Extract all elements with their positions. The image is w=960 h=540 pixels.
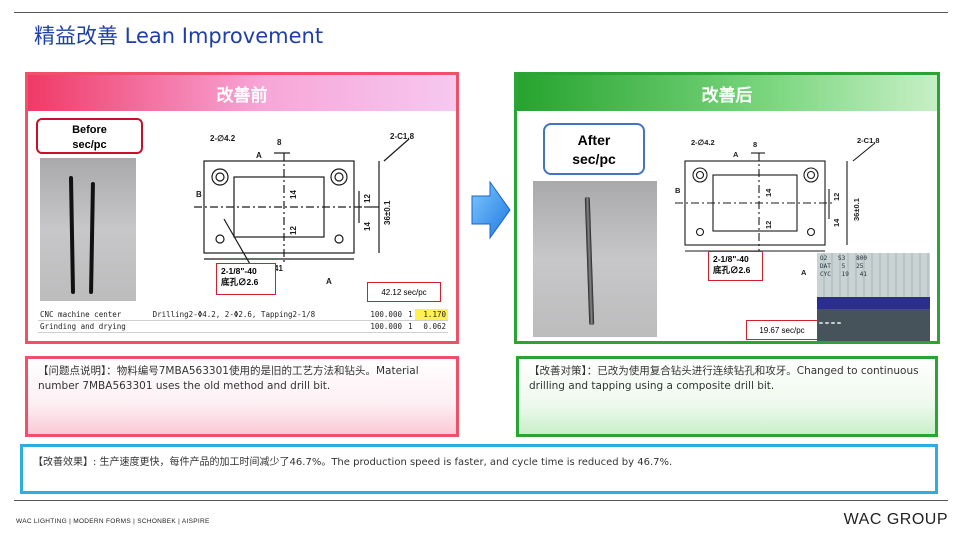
after-thread-callout: 2-1/8"-40 底孔∅2.6 xyxy=(708,251,763,281)
before-dim-hole-label: 2-∅4.2 xyxy=(210,134,236,143)
bottom-divider xyxy=(14,500,948,501)
footer-brands: WAC LIGHTING | MODERN FORMS | SCHONBEK |… xyxy=(16,518,210,525)
after-section-a-bottom: A xyxy=(801,268,807,277)
before-thread-callout: 2-1/8"-40 底孔∅2.6 xyxy=(216,263,276,295)
before-dim-14b: 14 xyxy=(363,222,372,231)
after-part-drawing: 2-∅4.2 8 A B 41 A 2-C1.8 14 12 12 14 36±… xyxy=(675,136,880,277)
table-cell: 0.062 xyxy=(414,320,448,333)
table-cell: 1 xyxy=(403,320,415,333)
improvement-effect: 【改善效果】: 生产速度更快，每件产品的加工时间减少了46.7%。The pro… xyxy=(20,444,938,494)
after-callout-thread: 2-1/8"-40 xyxy=(713,254,749,264)
before-dim-width: 41 xyxy=(274,264,283,273)
before-tag: Before sec/pc xyxy=(36,118,143,154)
before-tag-title: Before xyxy=(72,124,107,136)
after-callout-hole: 底孔∅2.6 xyxy=(713,265,751,276)
table-cell: Grinding and drying xyxy=(38,320,151,333)
before-panel: 改善前 Before sec/pc 2-∅4.2 8 A xyxy=(25,72,459,344)
before-part-drawing: 2-∅4.2 8 A B 41 A 2-C1.8 14 12 12 14 36±… xyxy=(194,132,415,286)
after-dim-height: 36±0.1 xyxy=(852,198,861,221)
before-section-a-top: A xyxy=(256,151,262,160)
after-tag-unit: sec/pc xyxy=(572,150,616,167)
after-drill-photo xyxy=(533,181,657,337)
after-dim-12: 12 xyxy=(764,221,773,229)
after-dim-chamfer: 2-C1.8 xyxy=(857,136,880,145)
after-panel: 改善后 After sec/pc 2-∅4.2 8 A B 41 A xyxy=(514,72,940,344)
after-dim-12b: 12 xyxy=(832,193,841,201)
after-cycle-time: 19.67 sec/pc xyxy=(746,320,818,340)
before-dim-12: 12 xyxy=(289,226,298,235)
footer-logo: WAC GROUP xyxy=(843,511,948,528)
before-dim-14: 14 xyxy=(289,190,298,199)
after-section-a-top: A xyxy=(733,150,739,159)
before-callout-thread: 2-1/8"-40 xyxy=(221,266,257,276)
page-title: 精益改善 Lean Improvement xyxy=(34,24,324,48)
after-dim-14b: 14 xyxy=(832,218,841,227)
after-tag-title: After xyxy=(577,132,611,148)
after-tag: After sec/pc xyxy=(543,123,645,175)
before-dim-chamfer: 2-C1.8 xyxy=(390,132,415,141)
before-section-b: B xyxy=(196,190,202,199)
table-cell: 1.170 xyxy=(414,309,448,321)
before-header: 改善前 xyxy=(28,75,456,111)
after-dim-top: 8 xyxy=(753,140,757,149)
right-arrow-icon xyxy=(471,180,511,240)
before-callout-hole: 底孔∅2.6 xyxy=(221,277,259,288)
problem-description: 【问题点说明】：物料编号7MBA563301使用的是旧的工艺方法和钻头。Mate… xyxy=(25,356,459,437)
table-cell: Drilling2-Φ4.2, 2-Φ2.6, Tapping2-1/8 xyxy=(150,309,360,321)
before-drill-photo xyxy=(40,158,136,301)
solution-description: 【改善对策】：已改为使用复合钻头进行连续钻孔和攻牙。Changed to con… xyxy=(516,356,938,437)
after-dim-hole-label: 2-∅4.2 xyxy=(691,138,715,147)
before-dim-height: 36±0.1 xyxy=(383,200,392,225)
top-divider xyxy=(14,12,948,13)
after-section-b: B xyxy=(675,186,681,195)
table-cell: 1 xyxy=(403,309,415,321)
before-dim-top: 8 xyxy=(277,138,282,147)
table-cell: CNC machine center xyxy=(38,309,151,321)
table-cell: 100.000 xyxy=(359,320,404,333)
before-section-a-bottom: A xyxy=(326,277,332,286)
table-cell xyxy=(150,320,360,333)
after-dim-14: 14 xyxy=(764,188,773,197)
after-machine-screen-photo: O2 S3 800 DAT 5 25 CYC 19 41 xyxy=(817,253,930,341)
before-cycle-time: 42.12 sec/pc xyxy=(367,282,441,302)
before-tag-unit: sec/pc xyxy=(72,138,107,151)
table-cell: 100.000 xyxy=(359,309,404,321)
before-dim-12b: 12 xyxy=(363,194,372,203)
after-header: 改善后 xyxy=(517,75,937,111)
